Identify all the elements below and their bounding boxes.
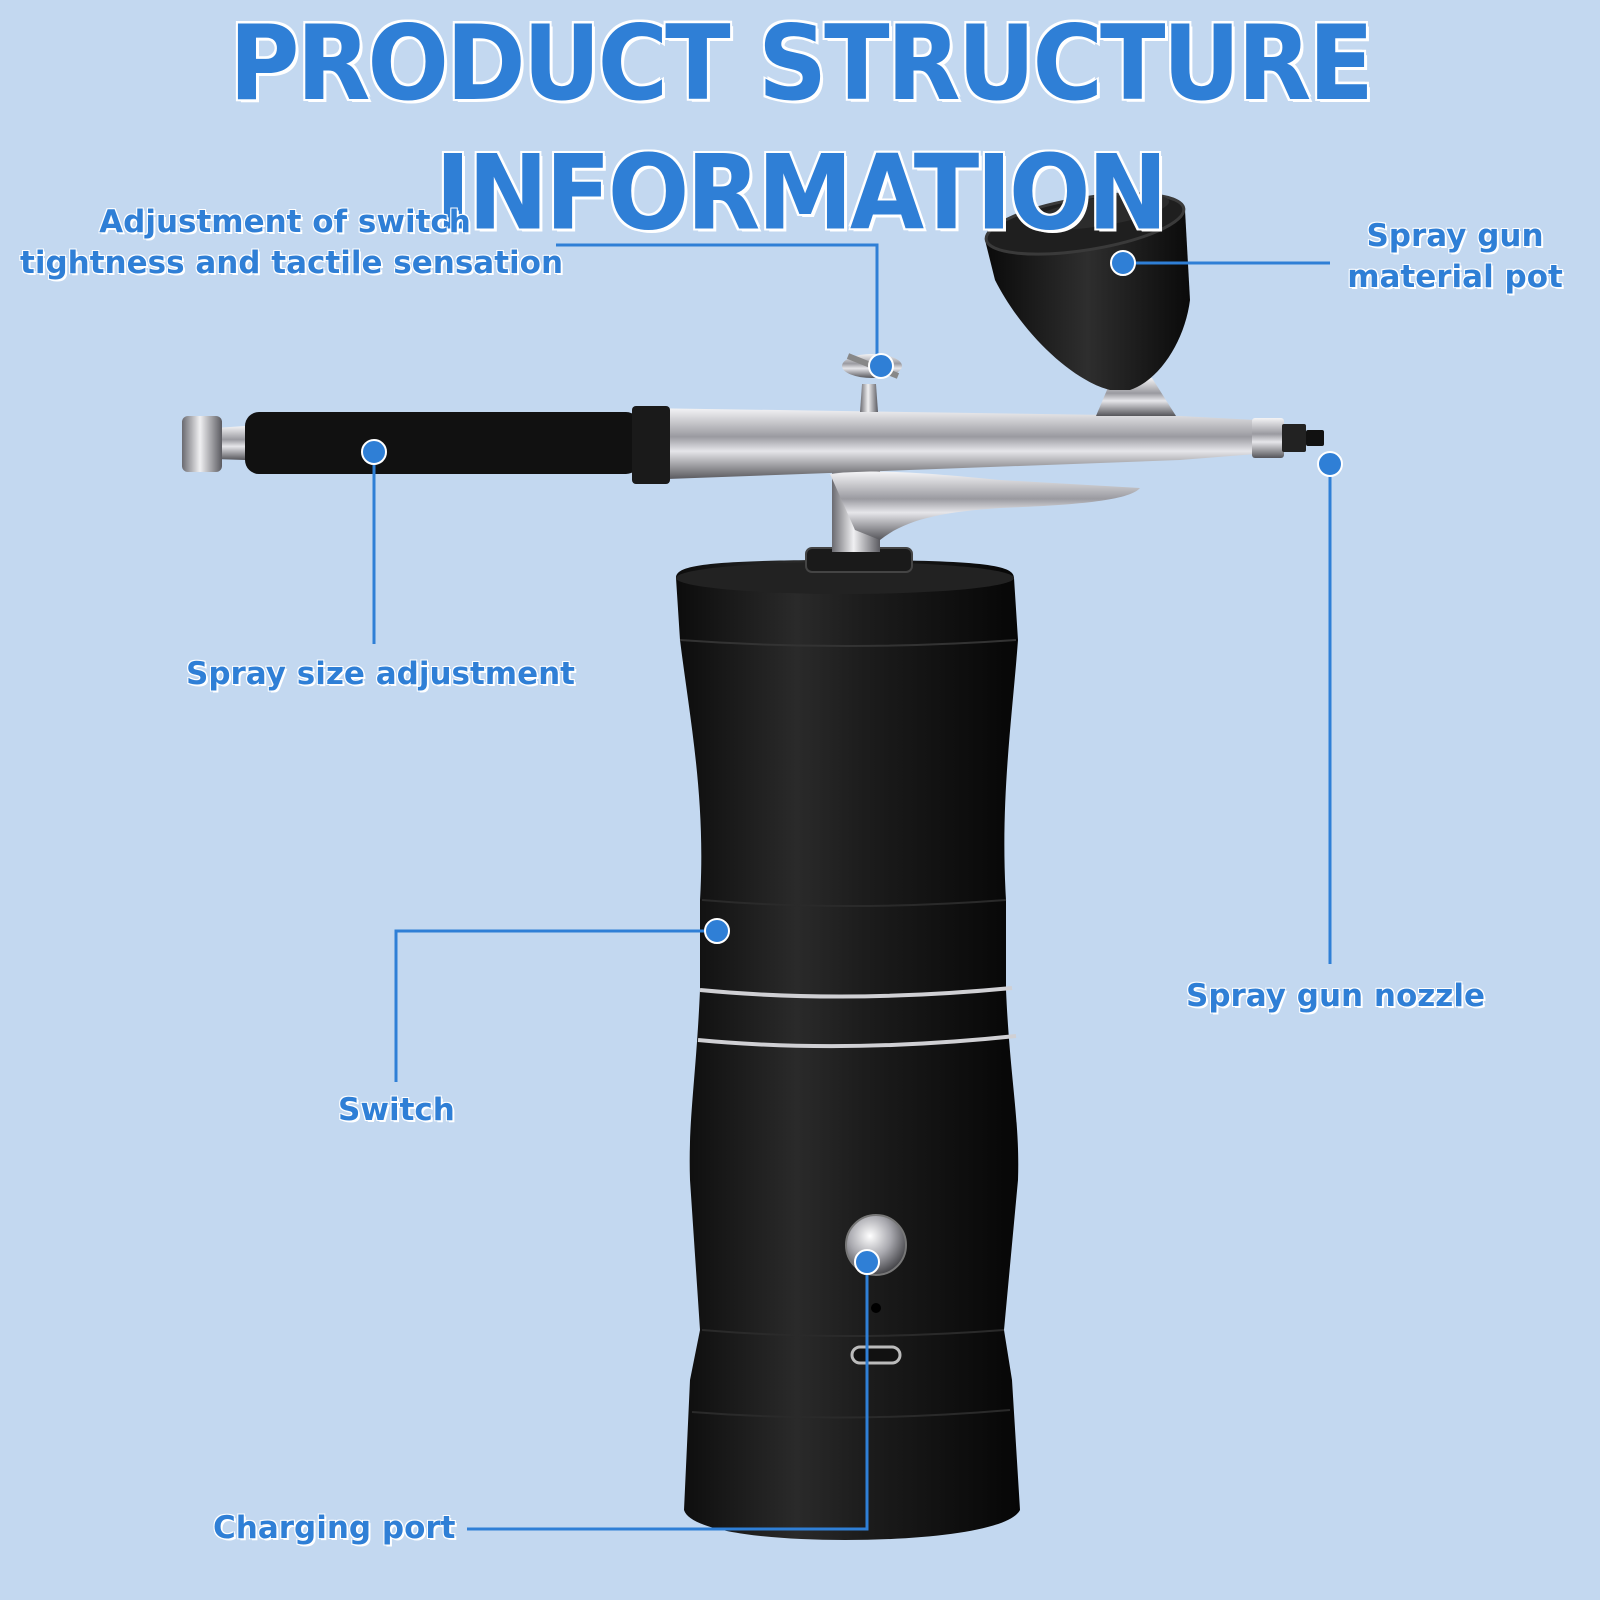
dot-switch [704,918,730,944]
label-line: Spray gun nozzle [1186,978,1485,1014]
page-title: PRODUCT STRUCTURE INFORMATION [229,2,1374,254]
callout-leaders [372,243,1332,1531]
callout-dots [361,250,1343,1275]
label-switch-adjustment: Adjustment of switch tightness and tacti… [20,202,564,284]
material-pot [984,192,1190,390]
compressor-body [676,560,1020,1540]
leader-switch-adjustment [556,243,879,366]
dot-charging-port [854,1249,880,1275]
label-switch: Switch [338,1090,455,1131]
label-line: tightness and tactile sensation [20,245,564,281]
dot-switch-adjustment [868,353,894,379]
label-line: Spray size adjustment [186,656,575,692]
dot-nozzle [1317,451,1343,477]
label-line: Spray gun [1366,218,1544,254]
leader-switch [394,929,717,1082]
dot-spray-size [361,439,387,465]
usb-c-port-icon [850,1345,902,1365]
label-line: Charging port [213,1510,456,1546]
indicator-light [871,1303,881,1313]
label-material-pot: Spray gun material pot [1335,216,1575,298]
leader-charging-port [467,1262,869,1531]
label-line: material pot [1347,259,1563,295]
dot-material-pot [1110,250,1136,276]
label-nozzle: Spray gun nozzle [1186,976,1485,1017]
label-charging-port: Charging port [213,1508,456,1549]
label-spray-size: Spray size adjustment [186,654,575,695]
label-line: Switch [338,1092,455,1128]
airbrush-gun [182,353,1324,540]
label-line: Adjustment of switch [99,204,471,240]
